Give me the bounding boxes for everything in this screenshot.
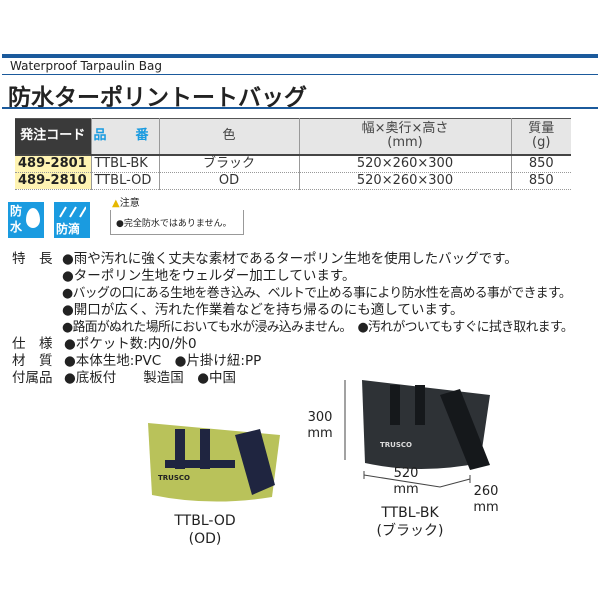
feature-item: ●ターポリン生地をウェルダー加工しています。 bbox=[62, 268, 356, 284]
model: TTBL-OD bbox=[174, 513, 236, 529]
color: ブラック bbox=[159, 154, 300, 173]
accessory-label: 付属品 bbox=[12, 370, 53, 386]
table-row: 489-2810 TTBL-OD OD 520×260×300 850 bbox=[15, 172, 571, 190]
caution-box: ●完全防水ではありません。 bbox=[110, 210, 244, 235]
feature-item: ●バッグの口にある生地を巻き込み、ベルトで止める事により防水性を高める事ができま… bbox=[62, 286, 572, 301]
features-label: 特 長 bbox=[12, 251, 53, 267]
drip-proof-icon: 防滴 bbox=[54, 202, 90, 238]
dim-unit: mm bbox=[393, 482, 419, 497]
drops-icon bbox=[59, 206, 86, 218]
color: (OD) bbox=[188, 531, 222, 547]
col-part: 品 番 bbox=[91, 118, 160, 156]
strap bbox=[175, 429, 185, 469]
feature-item: ●雨や汚れに強く丈夫な素材であるターポリン生地を使用したバッグです。 bbox=[62, 251, 518, 267]
warning-icon: ▲ bbox=[112, 198, 120, 209]
accessory-text: ●底板付 製造国 ●中国 bbox=[64, 370, 237, 386]
od-bag-image: TRUSCO bbox=[148, 423, 280, 502]
col-weight: 質量(g) bbox=[511, 118, 571, 156]
weight-label: 質量 bbox=[528, 121, 555, 137]
col-color: 色 bbox=[159, 118, 300, 156]
icon-text: 防滴 bbox=[56, 222, 81, 236]
brand-logo: TRUSCO bbox=[158, 474, 190, 482]
strap bbox=[390, 385, 400, 425]
caution-label: 注意 bbox=[119, 198, 140, 209]
dim-value: 260 bbox=[473, 484, 499, 499]
weight: 850 bbox=[511, 172, 571, 190]
divider bbox=[2, 107, 598, 109]
strap bbox=[415, 385, 425, 425]
part-number: TTBL-BK bbox=[91, 154, 160, 173]
shoulder-strap bbox=[440, 389, 490, 470]
icon-text: 水 bbox=[10, 220, 23, 234]
weight: 850 bbox=[511, 154, 571, 173]
spec-label: 仕 様 bbox=[12, 336, 53, 352]
size-label: 幅×奥行×高さ bbox=[361, 121, 449, 137]
divider bbox=[2, 74, 598, 75]
shoulder-strap bbox=[235, 429, 275, 495]
product-table: 発注コード 品 番 色 幅×奥行×高さ(mm) 質量(g) 489-2801 T… bbox=[15, 118, 571, 190]
order-code: 489-2801 bbox=[15, 154, 92, 173]
header-rule bbox=[2, 54, 598, 58]
size: 520×260×300 bbox=[299, 172, 512, 190]
od-caption: TTBL-OD (OD) bbox=[155, 512, 255, 548]
waterproof-icon: 防 水 bbox=[8, 202, 44, 238]
spec-text: ●ポケット数:内0/外0 bbox=[64, 336, 197, 352]
material-text: ●本体生地:PVC ●片掛け紐:PP bbox=[64, 353, 262, 369]
weight-unit: (g) bbox=[532, 135, 551, 151]
col-code: 発注コード bbox=[15, 118, 92, 156]
caution-text: ●完全防水ではありません。 bbox=[116, 219, 232, 229]
page-subtitle: Waterproof Tarpaulin Bag bbox=[10, 59, 162, 73]
brand-logo: TRUSCO bbox=[380, 441, 412, 449]
color: OD bbox=[159, 172, 300, 190]
features-list: ●雨や汚れに強く丈夫な素材であるターポリン生地を使用したバッグです。 ●ターポリ… bbox=[62, 251, 574, 336]
width-depth-dimension-lines bbox=[363, 471, 471, 488]
dim-value: 520 bbox=[393, 466, 419, 481]
page-title: 防水ターポリントートバッグ bbox=[8, 85, 307, 111]
table-header: 発注コード 品 番 色 幅×奥行×高さ(mm) 質量(g) bbox=[15, 118, 571, 156]
model: TTBL-BK bbox=[381, 505, 439, 521]
dim-unit: mm bbox=[473, 500, 499, 515]
icon-text: 防 bbox=[10, 204, 23, 218]
order-code: 489-2810 bbox=[15, 172, 92, 190]
dim-unit: mm bbox=[307, 426, 333, 441]
table-row: 489-2801 TTBL-BK ブラック 520×260×300 850 bbox=[15, 154, 571, 173]
material-label: 材 質 bbox=[12, 353, 53, 369]
dim-value: 300 bbox=[307, 410, 333, 425]
size: 520×260×300 bbox=[299, 154, 512, 173]
bk-bag-image: TRUSCO bbox=[344, 380, 490, 488]
caution-heading: ▲注意 bbox=[112, 198, 143, 210]
strap bbox=[200, 429, 210, 469]
strap bbox=[165, 460, 235, 468]
feature-item: ●路面がぬれた場所においても水が浸み込みません。 ●汚れがついてもすぐに拭き取れ… bbox=[62, 320, 574, 335]
col-size: 幅×奥行×高さ(mm) bbox=[299, 118, 512, 156]
drop-icon bbox=[26, 208, 40, 228]
size-unit: (mm) bbox=[387, 135, 423, 151]
part-number: TTBL-OD bbox=[91, 172, 160, 190]
bk-caption: TTBL-BK (ブラック) bbox=[355, 504, 465, 540]
color: (ブラック) bbox=[376, 523, 444, 539]
feature-item: ●開口が広く、汚れた作業着などを持ち帰るのにも適しています。 bbox=[62, 302, 464, 318]
